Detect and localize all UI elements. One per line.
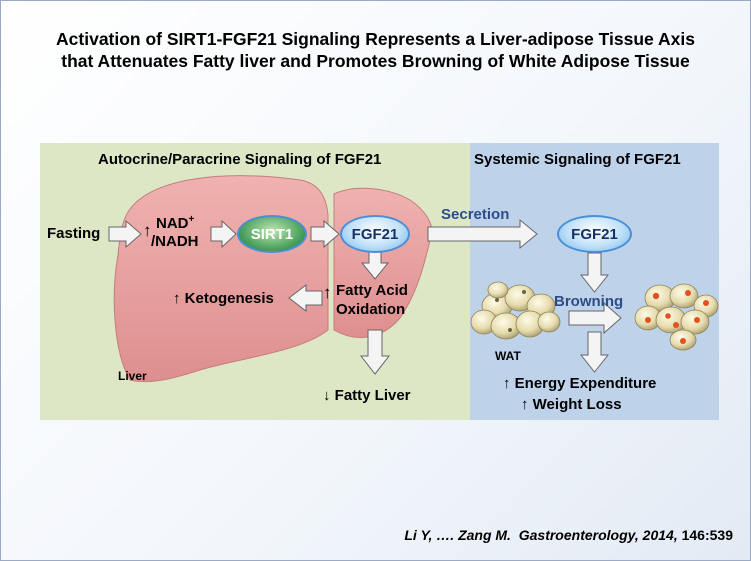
citation-journal: Gastroenterology, 2014, (518, 527, 678, 543)
browning-label: Browning (554, 293, 624, 310)
fgf21-systemic-node: FGF21 (557, 215, 632, 253)
arrow-to-ketogenesis (288, 283, 323, 313)
fgf21-liver-node: FGF21 (340, 215, 410, 253)
beige-cells (634, 283, 719, 351)
fatty-liver-label: ↓ Fatty Liver (323, 387, 411, 404)
citation-pages: 146:539 (681, 527, 733, 543)
autocrine-header: Autocrine/Paracrine Signaling of FGF21 (98, 151, 382, 168)
wat-cells (470, 281, 561, 340)
fgf21-liver-label: FGF21 (351, 225, 399, 243)
citation-authors: Li Y, …. Zang M. (404, 527, 511, 543)
arrow-sirt1-to-fgf21 (310, 219, 340, 249)
nad-superscript: + (188, 214, 195, 225)
arrow-fasting-to-nad (108, 219, 142, 249)
title-line-1: Activation of SIRT1-FGF21 Signaling Repr… (56, 29, 695, 49)
fasting-label: Fasting (47, 225, 101, 242)
fgf21-systemic-label: FGF21 (571, 225, 618, 243)
nadh-label: /NADH (151, 233, 199, 250)
slide-title: Activation of SIRT1-FGF21 Signaling Repr… (0, 28, 751, 72)
systemic-header: Systemic Signaling of FGF21 (474, 151, 681, 168)
arrow-secretion (427, 218, 538, 250)
secretion-label: Secretion (441, 206, 510, 223)
weight-loss-label: ↑ Weight Loss (521, 396, 622, 413)
arrow-fgf21-to-browning (579, 252, 610, 293)
liver-right-lobe (113, 175, 329, 383)
energy-expenditure-label: ↑ Energy Expenditure (503, 375, 657, 392)
fao-line1: Fatty Acid (336, 282, 408, 299)
arrow-to-energy (579, 331, 610, 373)
ketogenesis-label: ↑ Ketogenesis (173, 290, 274, 307)
citation: Li Y, …. Zang M. Gastroenterology, 2014,… (404, 527, 733, 543)
nad-text: NAD (156, 215, 189, 232)
liver-label: Liver (118, 369, 147, 383)
arrow-nad-to-sirt1 (210, 219, 237, 249)
wat-label: WAT (495, 349, 521, 363)
sirt1-label: SIRT1 (250, 225, 294, 243)
arrow-fao-to-fatty-liver (359, 329, 391, 375)
fao-up-arrow: ↑ (323, 283, 332, 302)
arrow-browning (568, 301, 622, 335)
sirt1-node: SIRT1 (237, 215, 307, 253)
fao-line2: Oxidation (336, 301, 406, 318)
nad-label: NAD+ (156, 214, 194, 232)
title-line-2: that Attenuates Fatty liver and Promotes… (61, 51, 690, 71)
nad-up-arrow: ↑ (143, 221, 152, 240)
